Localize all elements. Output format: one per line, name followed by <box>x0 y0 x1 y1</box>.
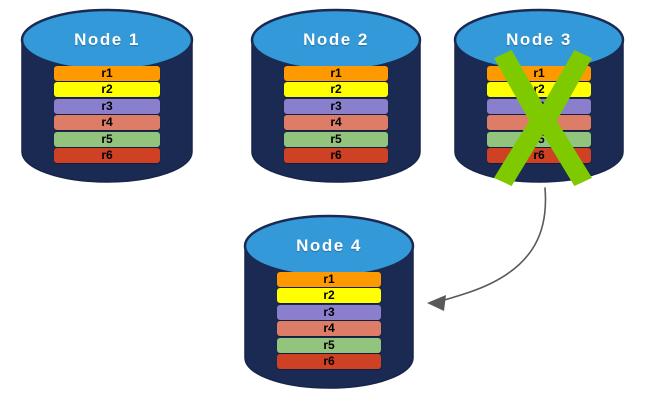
node-3-row-r3[interactable]: r3 <box>487 98 591 114</box>
node-2-row-r1[interactable]: r1 <box>284 66 388 81</box>
node-2-row-r4[interactable]: r4 <box>284 115 388 131</box>
node-4-row-r5[interactable]: r5 <box>277 337 381 353</box>
node-4-row-r2[interactable]: r2 <box>277 288 381 304</box>
cylinder-top <box>243 214 415 278</box>
node-4-row-r6[interactable]: r6 <box>277 354 381 369</box>
node-3-row-r4[interactable]: r4 <box>487 115 591 131</box>
node-2-row-r6[interactable]: r6 <box>284 148 388 163</box>
node-1-row-r6[interactable]: r6 <box>54 148 160 163</box>
node-1-row-r1[interactable]: r1 <box>54 66 160 81</box>
node-1-row-r3[interactable]: r3 <box>54 98 160 114</box>
node-3-row-r6[interactable]: r6 <box>487 148 591 163</box>
node-2-row-r5[interactable]: r5 <box>284 131 388 147</box>
node-2-row-r3[interactable]: r3 <box>284 98 388 114</box>
node-4-row-r4[interactable]: r4 <box>277 321 381 337</box>
node-3-row-r1[interactable]: r1 <box>487 66 591 81</box>
node-1-row-r5[interactable]: r5 <box>54 131 160 147</box>
cylinder-top <box>20 8 194 72</box>
node-2-row-r2[interactable]: r2 <box>284 82 388 98</box>
node-3-row-r5[interactable]: r5 <box>487 131 591 147</box>
cylinder-top <box>453 8 625 72</box>
cylinder-top <box>250 8 422 72</box>
node-1-row-r2[interactable]: r2 <box>54 82 160 98</box>
node-4-row-r3[interactable]: r3 <box>277 304 381 320</box>
node-3-row-r2[interactable]: r2 <box>487 82 591 98</box>
node-4-row-r1[interactable]: r1 <box>277 272 381 287</box>
node-1-row-r4[interactable]: r4 <box>54 115 160 131</box>
